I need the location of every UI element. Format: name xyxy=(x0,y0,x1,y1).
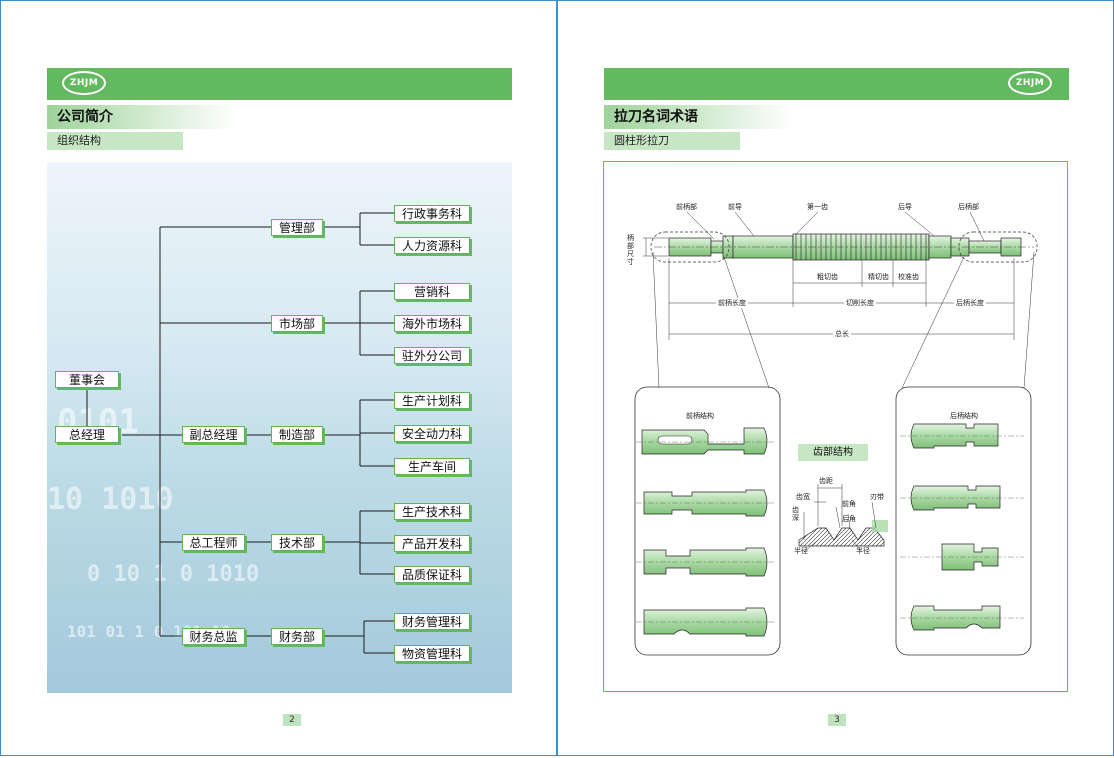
tooth-structure-title: 齿部结构 xyxy=(798,444,868,461)
org-box-management-dept: 管理部 xyxy=(271,219,323,236)
label-land: 刃带 xyxy=(870,493,884,501)
page-number: 3 xyxy=(828,714,846,726)
org-box-material-section: 物资管理科 xyxy=(394,645,470,662)
label-relief-angle: 后角 xyxy=(842,515,856,523)
org-box-admin-section: 行政事务科 xyxy=(394,205,470,222)
page-number: 2 xyxy=(283,714,301,726)
org-box-finance-dept: 财务部 xyxy=(271,628,323,645)
org-box-finance-director: 财务总监 xyxy=(182,628,245,645)
org-box-board: 董事会 xyxy=(55,371,119,388)
org-box-safety-section: 安全动力科 xyxy=(394,425,470,442)
org-box-workshop: 生产车间 xyxy=(394,458,470,475)
org-box-gm: 总经理 xyxy=(55,426,119,443)
org-box-overseas-section: 海外市场科 xyxy=(394,315,470,332)
org-box-qa-section: 品质保证科 xyxy=(394,566,470,583)
broach-diagram xyxy=(634,211,1038,656)
label-radius-left: 半径 xyxy=(794,547,808,555)
section-subtitle: 圆柱形拉刀 xyxy=(604,132,740,150)
org-box-prod-tech-section: 生产技术科 xyxy=(394,503,470,520)
label-radius-right: 半径 xyxy=(856,547,870,555)
org-connectors xyxy=(86,212,394,654)
label-calibrating-teeth: 校准齿 xyxy=(898,273,919,281)
page-title: 拉刀名词术语 xyxy=(604,105,794,129)
org-box-technical-dept: 技术部 xyxy=(271,534,323,551)
org-chart: 0101 10 1010 0 10 1 0 1010 101 01 1 0 10… xyxy=(47,162,512,693)
label-shank-size: 柄部尺寸 xyxy=(627,234,634,266)
left-page: ZHJM 公司简介 组织结构 0101 10 1010 0 10 1 0 101… xyxy=(0,0,557,756)
binary-decoration: 0 10 1 0 1010 xyxy=(87,562,260,587)
section-subtitle: 组织结构 xyxy=(47,132,183,150)
label-front-shank-length: 前柄长度 xyxy=(716,298,748,308)
label-first-tooth: 第一齿 xyxy=(807,203,828,211)
org-box-product-dev-section: 产品开发科 xyxy=(394,535,470,552)
org-box-deputy-gm: 副总经理 xyxy=(182,426,245,443)
org-box-planning-section: 生产计划科 xyxy=(394,392,470,409)
page-title: 公司简介 xyxy=(47,105,237,129)
label-rake-angle: 前角 xyxy=(842,500,856,508)
org-box-fin-mgmt-section: 财务管理科 xyxy=(394,613,470,630)
logo: ZHJM xyxy=(1008,71,1052,95)
logo: ZHJM xyxy=(62,71,106,95)
label-rear-shank-structure: 后柄结构 xyxy=(950,412,978,420)
label-rear-shank-length: 后柄长度 xyxy=(954,298,986,308)
label-tooth-pitch: 齿距 xyxy=(819,477,833,485)
label-rear-shank: 后柄部 xyxy=(958,203,979,211)
org-box-sales-section: 营销科 xyxy=(394,283,470,300)
org-box-hr-section: 人力资源科 xyxy=(394,237,470,254)
label-front-guide: 前导 xyxy=(728,203,742,211)
label-front-shank: 前柄部 xyxy=(676,203,697,211)
binary-decoration: 10 1010 xyxy=(47,482,174,517)
org-box-branch-office: 驻外分公司 xyxy=(394,347,470,364)
label-tooth-width: 齿宽 xyxy=(796,493,810,501)
label-tooth-depth: 齿深 xyxy=(792,506,799,522)
label-cutting-length: 切削长度 xyxy=(844,298,876,308)
label-rough-teeth: 粗切齿 xyxy=(817,273,838,281)
label-fine-teeth: 精切齿 xyxy=(868,273,889,281)
org-box-chief-engineer: 总工程师 xyxy=(182,534,245,551)
label-front-shank-structure: 前柄结构 xyxy=(686,412,714,420)
header-band: ZHJM xyxy=(604,68,1069,100)
org-box-market-dept: 市场部 xyxy=(271,315,323,332)
broach-figure: 前柄部 前导 第一齿 后导 后柄部 柄部尺寸 粗切齿 精切齿 校准齿 前柄长度 … xyxy=(603,161,1068,692)
org-box-manufacturing-dept: 制造部 xyxy=(271,426,323,443)
label-rear-guide: 后导 xyxy=(898,203,912,211)
header-band: ZHJM xyxy=(47,68,512,100)
label-total-length: 总长 xyxy=(833,329,851,339)
